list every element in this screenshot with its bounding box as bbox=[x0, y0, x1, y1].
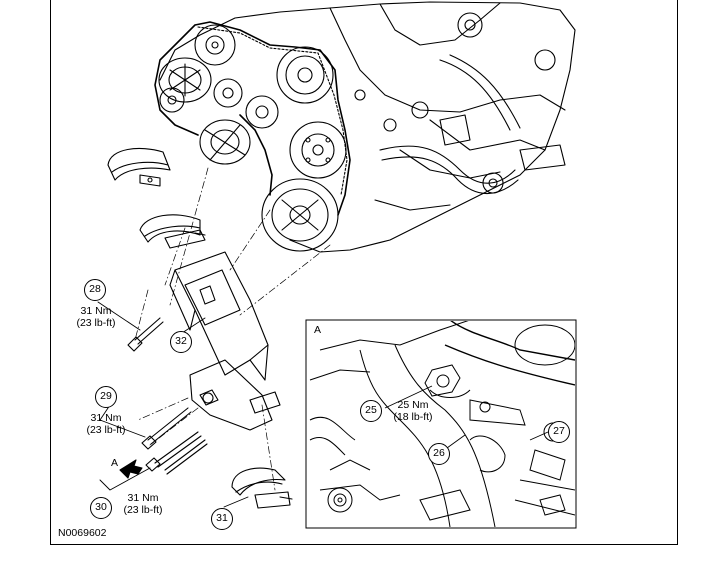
callout-28: 28 bbox=[84, 279, 106, 301]
belt-tensioner bbox=[199, 119, 251, 165]
hose-clamp-upper bbox=[107, 147, 171, 187]
bolt-28 bbox=[127, 317, 164, 352]
crankshaft-pulley bbox=[289, 121, 347, 179]
nut-25 bbox=[424, 364, 461, 397]
torque-spec-25: 25 Nm (18 lb-ft) bbox=[384, 399, 442, 423]
bolt-30a bbox=[145, 431, 202, 472]
power-steering-pulley bbox=[245, 95, 279, 129]
detail-view-a bbox=[305, 319, 577, 529]
bolt-29 bbox=[141, 407, 192, 450]
callout-26: 26 bbox=[428, 443, 450, 465]
idler-pulley-center bbox=[213, 78, 243, 108]
callout-29: 29 bbox=[95, 386, 117, 408]
view-a-arrow bbox=[119, 459, 143, 479]
callout-31: 31 bbox=[211, 508, 233, 530]
bolt-30b bbox=[164, 439, 208, 475]
hose-clamp-part-31 bbox=[231, 467, 293, 509]
frame-right bbox=[677, 0, 678, 545]
figure-id: N0069602 bbox=[58, 527, 107, 539]
large-hose bbox=[444, 321, 575, 386]
harmonic-balancer bbox=[261, 178, 339, 252]
frame-bottom bbox=[50, 544, 678, 545]
torque-30-lbft: (23 lb-ft) bbox=[123, 504, 163, 516]
torque-28-lbft: (23 lb-ft) bbox=[76, 317, 116, 329]
bracket-lower bbox=[189, 359, 281, 431]
torque-spec-28: 31 Nm (23 lb-ft) bbox=[68, 305, 124, 329]
callout-32: 32 bbox=[170, 331, 192, 353]
alternator bbox=[158, 57, 212, 103]
hose-clamp-middle bbox=[139, 214, 206, 249]
callout-30: 30 bbox=[90, 497, 112, 519]
torque-spec-30: 31 Nm (23 lb-ft) bbox=[114, 492, 172, 516]
bracket-part-32 bbox=[169, 251, 269, 381]
torque-29-lbft: (23 lb-ft) bbox=[86, 424, 126, 436]
callout-27: 27 bbox=[548, 421, 570, 443]
torque-29-nm: 31 Nm bbox=[90, 412, 122, 424]
torque-28-nm: 31 Nm bbox=[80, 305, 112, 317]
torque-25-nm: 25 Nm bbox=[397, 399, 429, 411]
detail-view-label: A bbox=[314, 324, 322, 336]
callout-25: 25 bbox=[360, 400, 382, 422]
engine-block-outline bbox=[159, 1, 576, 253]
view-a-arrow-label: A bbox=[111, 457, 119, 469]
idler-pulley-top-left bbox=[194, 24, 236, 66]
torque-30-nm: 31 Nm bbox=[127, 492, 159, 504]
frame-left bbox=[50, 0, 51, 545]
water-pump-pulley bbox=[276, 46, 334, 104]
idler-pulley-left bbox=[159, 87, 185, 113]
torque-25-lbft: (18 lb-ft) bbox=[393, 411, 433, 423]
drive-belt bbox=[154, 21, 351, 216]
torque-spec-29: 31 Nm (23 lb-ft) bbox=[78, 412, 134, 436]
